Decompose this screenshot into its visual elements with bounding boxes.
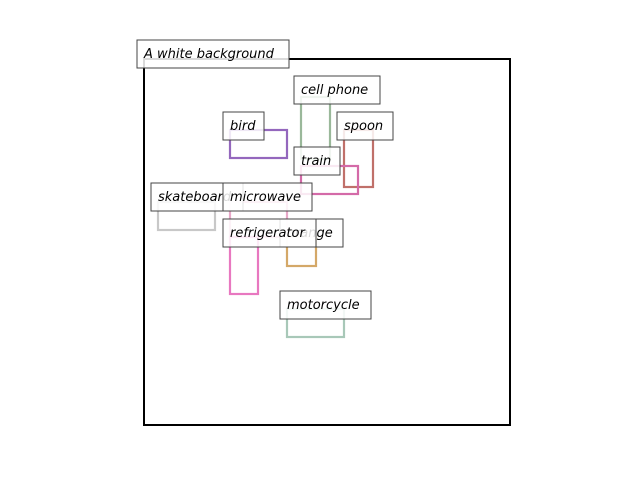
label-tag-bg: [222, 182, 313, 212]
label-text-skateboard: skateboard: [158, 190, 232, 205]
label-tag-bg: [279, 290, 372, 320]
canvas-frame: [143, 58, 511, 426]
label-tag-bg: [293, 146, 341, 176]
label-tag-bg: [222, 218, 317, 248]
label-text-bird: bird: [230, 119, 256, 134]
label-tag-bg: [222, 111, 265, 141]
caption-tag: A white background: [136, 39, 290, 69]
label-text-microwave: microwave: [230, 190, 301, 205]
label-text-motorcycle: motorcycle: [287, 298, 360, 313]
label-tag-bg: [293, 75, 381, 105]
caption-text: A white background: [143, 47, 275, 62]
label-tag-bg: [336, 111, 394, 141]
label-tag-bird: bird: [222, 111, 265, 141]
label-tag-train: train: [293, 146, 341, 176]
label-text-spoon: spoon: [344, 119, 383, 134]
label-tag-spoon: spoon: [336, 111, 394, 141]
label-text-cell-phone: cell phone: [301, 83, 368, 98]
label-tag-cell-phone: cell phone: [293, 75, 381, 105]
label-tag-microwave: microwave: [222, 182, 313, 212]
caption-tag-bg: [136, 39, 290, 69]
label-text-refrigerator: refrigerator: [230, 226, 306, 241]
label-tag-motorcycle: motorcycle: [279, 290, 372, 320]
label-text-train: train: [301, 154, 331, 169]
label-tag-refrigerator: refrigerator: [222, 218, 317, 248]
